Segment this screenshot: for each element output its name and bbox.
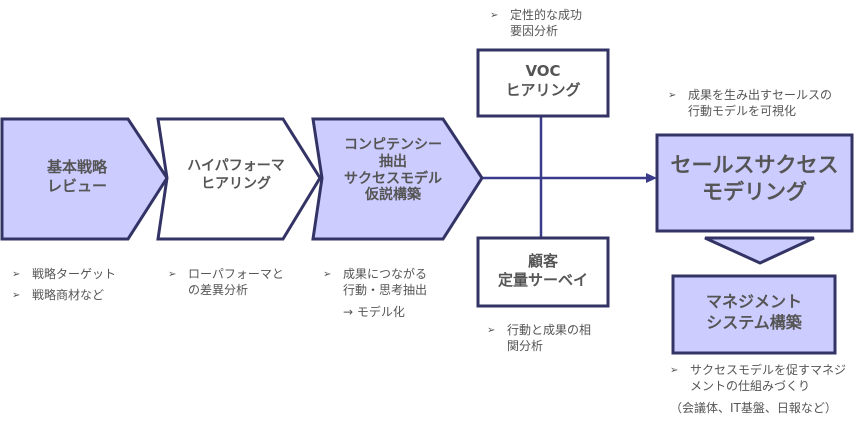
- step-label-competency: コンピテンシー 抽出 サクセスモデル 仮説構築: [318, 137, 468, 204]
- down-arrow-icon: [704, 236, 815, 265]
- box-sales-success-modeling: [655, 133, 854, 233]
- note-text: 要因分析: [510, 24, 559, 39]
- note-text: 成果につながる: [343, 267, 428, 281]
- label-line: ハイパフォーマ: [187, 158, 285, 174]
- note-text: 戦略商材など: [32, 288, 105, 303]
- note-survey: ➢ 行動と成果の相関分析: [487, 322, 591, 354]
- label-line: 抽出: [379, 153, 407, 170]
- note-subtext: （会議体、IT基盤、日報など）: [670, 401, 837, 416]
- bullet-icon: ➢: [490, 10, 499, 21]
- note-management: ➢ サクセスモデルを促すマネジメントの仕組みづくり （会議体、IT基盤、日報など…: [670, 362, 846, 417]
- step-label-strategy-review: 基本戦略 レビュー: [2, 158, 152, 196]
- bullet-icon: ➢: [487, 325, 496, 336]
- chevron-competency-extraction: [311, 117, 484, 241]
- note-text: メントの仕組みづくり: [690, 379, 811, 394]
- note-modeling: ➢ 成果を生み出すセールスの行動モデルを可視化: [668, 87, 832, 119]
- label-line: VOC: [525, 62, 561, 80]
- bullet-icon: ➢: [670, 365, 679, 376]
- label-line: コンピテンシー: [344, 137, 442, 153]
- bullet-icon: ➢: [668, 90, 677, 101]
- box-customer-survey: [476, 236, 610, 308]
- arrow-head-icon: [646, 173, 657, 183]
- note-text: 成果を生み出すセールスの: [688, 88, 833, 102]
- voc-label: VOC ヒアリング: [478, 62, 608, 100]
- label-line: モデリング: [702, 180, 807, 205]
- box-management-system: [671, 274, 837, 355]
- note-text: 関分析: [507, 339, 544, 354]
- bullet-icon: ➢: [12, 290, 21, 302]
- note-subtext: → モデル化: [343, 305, 405, 320]
- note-competency: ➢ 成果につながる行動・思考抽出 → モデル化: [323, 266, 427, 321]
- note-text: サクセスモデルを促すマネジ: [690, 363, 847, 377]
- note-high-performer: ➢ ローパフォーマとの差異分析: [168, 266, 284, 298]
- note-text: ローパフォーマと: [188, 267, 284, 281]
- note-strategy: ➢ 戦略ターゲット ➢ 戦略商材など: [12, 266, 116, 303]
- note-voc: ➢ 定性的な成功要因分析: [490, 7, 582, 39]
- step-label-high-performer: ハイパフォーマ ヒアリング: [166, 158, 306, 193]
- management-label: マネジメント システム構築: [673, 292, 835, 334]
- label-line: 基本戦略: [46, 158, 107, 176]
- box-voc-hearing: [476, 48, 610, 118]
- label-line: ヒアリング: [201, 175, 271, 192]
- label-line: システム構築: [706, 312, 802, 332]
- survey-label: 顧客 定量サーベイ: [478, 252, 608, 290]
- note-text: 行動と成果の相: [507, 323, 592, 337]
- label-line: ヒアリング: [505, 80, 581, 99]
- label-line: 顧客: [527, 252, 558, 270]
- modeling-label: セールスサクセス モデリング: [657, 152, 852, 207]
- chevron-high-performer-hearing: [156, 117, 322, 241]
- bullet-icon: ➢: [12, 269, 21, 280]
- label-line: 定量サーベイ: [497, 270, 588, 289]
- note-text: 戦略ターゲット: [32, 267, 117, 281]
- note-text: 行動・思考抽出: [343, 283, 428, 298]
- note-text: 行動モデルを可視化: [688, 104, 797, 119]
- note-text: 定性的な成功: [510, 8, 583, 22]
- label-line: サクセスモデル: [344, 170, 442, 187]
- label-line: 仮説構築: [365, 187, 421, 204]
- bullet-icon: ➢: [168, 269, 177, 280]
- chevron-strategy-review: [0, 117, 169, 241]
- label-line: セールスサクセス: [670, 153, 839, 177]
- note-text: の差異分析: [188, 283, 249, 298]
- label-line: レビュー: [46, 176, 107, 195]
- label-line: マネジメント: [705, 292, 802, 311]
- bullet-icon: ➢: [323, 269, 332, 280]
